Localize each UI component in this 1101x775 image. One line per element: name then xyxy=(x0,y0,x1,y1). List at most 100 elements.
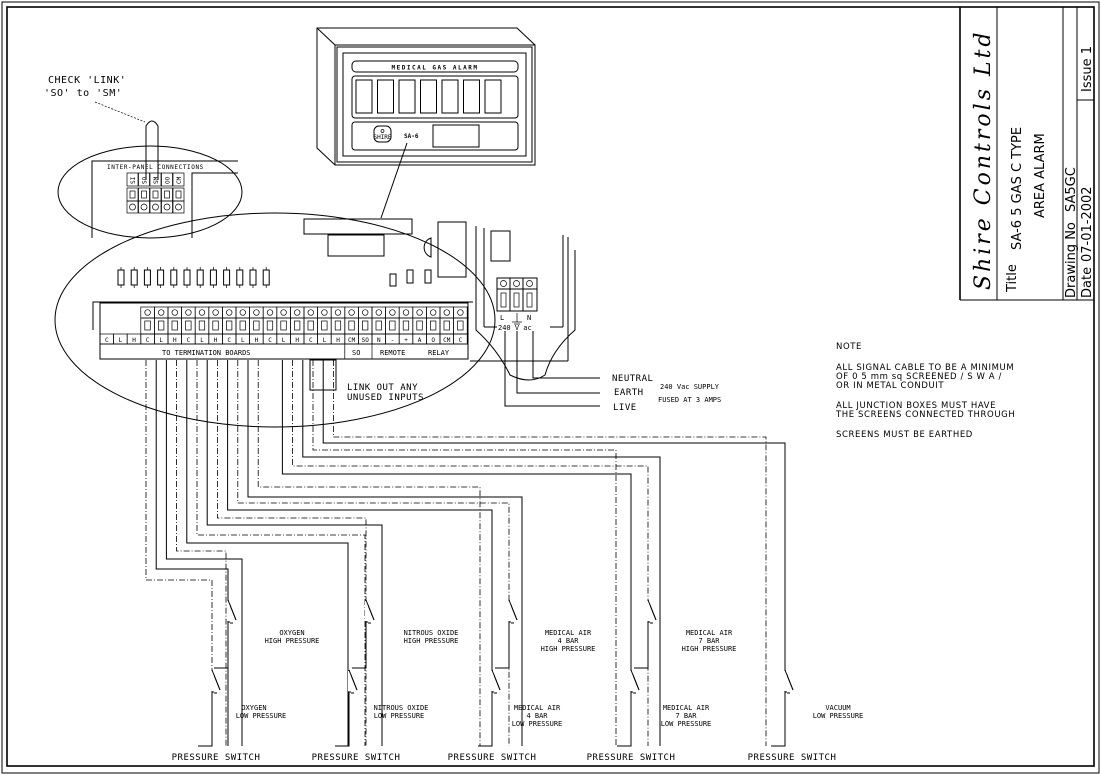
terminal-label: C xyxy=(146,337,150,344)
screen-cable xyxy=(312,360,617,746)
switch-return xyxy=(634,621,650,669)
screw-icon xyxy=(280,309,287,316)
switch-blade xyxy=(784,669,794,691)
fuse xyxy=(117,269,125,286)
terminal-label: C xyxy=(105,337,109,344)
inter-panel-terminal-label: CM xyxy=(176,176,183,184)
supply-line-1: 240 Vac SUPPLY xyxy=(660,383,720,391)
screw-icon xyxy=(198,309,206,316)
terminal-screw-slot xyxy=(321,320,328,331)
pressure-switch-label: PRESSURE SWITCH xyxy=(448,753,537,763)
switch-low-air4-3: LOW PRESSURE xyxy=(512,720,563,728)
terminal-screw-slot xyxy=(253,320,260,331)
terminal-cell xyxy=(276,317,291,335)
switch-gap xyxy=(491,671,494,691)
screw-icon xyxy=(152,203,159,211)
terminal-screw-slot xyxy=(526,292,533,308)
terminal-screw-slot xyxy=(443,320,450,331)
terminal-label: L xyxy=(119,337,123,344)
switch-low-oxygen-2: LOW PRESSURE xyxy=(236,712,287,720)
terminal-cell xyxy=(181,317,196,335)
notes-heading: NOTE xyxy=(836,342,862,352)
earth-icon xyxy=(512,313,522,325)
switch-gap xyxy=(508,601,511,621)
inter-panel-title: INTER-PANEL CONNECTIONS xyxy=(107,164,204,171)
drawing-no: SA5GC xyxy=(1064,167,1079,212)
display-window xyxy=(441,79,459,114)
fuse xyxy=(143,269,151,286)
terminal-label: H xyxy=(255,337,259,344)
terminal-cell xyxy=(154,317,169,335)
terminal-label: L xyxy=(323,337,327,344)
screw-icon xyxy=(140,203,148,211)
terminal-screw-slot xyxy=(266,320,274,331)
switch-labels: OXYGEN HIGH PRESSURE NITROUS OXIDE HIGH … xyxy=(172,629,864,763)
switch-low-air4-1: MEDICAL AIR xyxy=(514,704,561,712)
switch-return xyxy=(335,691,351,747)
inter-panel-screw-cell xyxy=(172,200,185,214)
terminal-label: CM xyxy=(348,337,356,344)
switch-return xyxy=(214,621,230,669)
screw-icon xyxy=(513,280,520,287)
terminal-label: - xyxy=(391,337,395,344)
terminal-label: L xyxy=(200,337,204,344)
terminal-cell xyxy=(235,317,250,335)
screen-cable xyxy=(257,360,481,746)
terminal-label: L xyxy=(159,337,163,344)
terminal-label: H xyxy=(336,337,340,344)
check-link-line-1: CHECK 'LINK' xyxy=(48,75,126,86)
terminal-cell xyxy=(439,317,454,335)
screw-icon xyxy=(321,309,328,316)
terminal-cell xyxy=(194,317,210,335)
panel-display xyxy=(432,124,480,148)
group-relay: RELAY xyxy=(428,349,450,357)
signal-cable xyxy=(165,360,243,746)
switch-blade xyxy=(227,599,237,621)
link-unused-line-2: UNUSED INPUTS xyxy=(347,393,424,403)
switch-blade xyxy=(630,669,640,691)
switch-low-air7-3: LOW PRESSURE xyxy=(661,720,712,728)
note-line: THE SCREENS CONNECTED THROUGH xyxy=(835,410,1015,420)
inter-panel-screw-cell xyxy=(149,200,162,214)
terminal-label: H xyxy=(214,337,218,344)
screw-icon xyxy=(402,309,410,316)
fuse xyxy=(157,269,165,286)
terminal-screw-slot xyxy=(141,190,147,199)
terminal-cell xyxy=(290,317,305,335)
terminal-screw-slot xyxy=(402,320,410,331)
terminal-cell xyxy=(208,317,223,335)
fuse xyxy=(223,269,231,286)
switch-gap xyxy=(227,601,230,621)
inter-panel-terminal xyxy=(138,187,150,202)
screw-icon xyxy=(129,203,136,211)
screw-icon xyxy=(171,309,178,316)
screw-icon xyxy=(294,309,301,316)
inter-panel-terminal-label: SO xyxy=(142,176,149,184)
link-unused-line-1: LINK OUT ANY xyxy=(347,383,418,393)
terminal-label: H xyxy=(132,337,136,344)
terminal-label: + xyxy=(404,337,408,344)
screw-icon xyxy=(212,309,219,316)
terminal-screw-cell xyxy=(222,306,237,319)
cable-runs xyxy=(145,360,794,747)
terminal-cell xyxy=(453,317,468,335)
screen-cable xyxy=(196,360,366,746)
screw-icon xyxy=(375,309,382,316)
terminal-screw-cell xyxy=(167,306,182,319)
power-terminal-n: N xyxy=(527,314,531,322)
check-link-line-2: 'SO' to 'SM' xyxy=(44,88,122,99)
switch-gap xyxy=(211,671,214,691)
inter-panel-screw-cell xyxy=(138,200,150,214)
switch-low-n2o-2: LOW PRESSURE xyxy=(374,712,425,720)
switch-gap xyxy=(784,671,787,691)
fuse-row xyxy=(117,267,270,288)
terminal-label: H xyxy=(295,337,299,344)
company-name: Shire Controls Ltd xyxy=(971,29,996,290)
terminal-cell xyxy=(140,317,155,335)
terminal-screw-cell xyxy=(208,306,223,319)
terminal-screw-slot xyxy=(280,320,287,331)
